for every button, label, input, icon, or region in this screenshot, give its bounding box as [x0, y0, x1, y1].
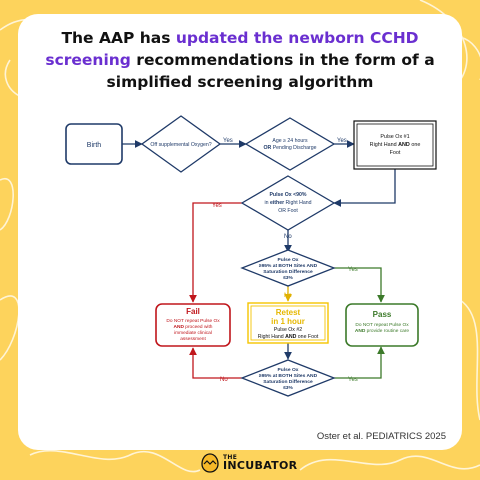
brand-name: INCUBATOR	[223, 459, 298, 472]
below-90-line1: Pulse Ox <90%	[269, 192, 306, 198]
pass-line1: Do NOT repeat Pulse Ox	[355, 322, 409, 328]
below-90-line3: OR Foot	[278, 208, 298, 214]
node-below-90: Pulse Ox <90% in either Right Hand OR Fo…	[240, 175, 336, 231]
node-retest: Retest in 1 hour Pulse Ox #2 Right Hand …	[247, 302, 329, 344]
label-no-fail: No	[220, 377, 228, 383]
headline-prefix: The AAP has	[61, 29, 176, 47]
fail-title: Fail	[186, 307, 200, 316]
node-check-95-b: Pulse Ox ≥95% at BOTH Sites AND Saturati…	[240, 359, 336, 397]
label-no-retest: No	[284, 293, 292, 299]
check-95-b-line4: ≤3%	[283, 385, 293, 391]
label-yes-pass: Yes	[348, 267, 358, 273]
incubator-logo-icon	[201, 453, 219, 473]
retest-title-line2: in 1 hour	[271, 317, 305, 326]
node-birth: Birth	[65, 123, 123, 165]
fail-line4: assessment	[180, 336, 206, 342]
content-card	[18, 14, 462, 450]
retest-line2: Right Hand AND one Foot	[258, 334, 319, 340]
label-yes-1: Yes	[223, 138, 233, 144]
retest-line1: Pulse Ox #2	[274, 327, 302, 333]
label-yes-pass-2: Yes	[348, 377, 358, 383]
node-check-95-a: Pulse Ox ≥95% at BOTH Sites AND Saturati…	[240, 249, 336, 287]
node-birth-label: Birth	[87, 142, 102, 149]
connectors-green	[334, 267, 385, 379]
check-95-a-line3: Saturation Difference	[263, 269, 313, 275]
node-pulse-ox-1: Pulse Ox #1 Right Hand AND one Foot	[353, 120, 437, 170]
label-yes-fail: Yes	[212, 203, 222, 209]
node-off-oxygen-label: Off supplemental Oxygen?	[150, 142, 211, 148]
headline: The AAP has updated the newborn CCHD scr…	[30, 27, 450, 93]
check-95-b-line1: Pulse Ox	[278, 367, 299, 373]
brand-the: THE	[223, 454, 238, 461]
connectors-navy	[122, 140, 396, 360]
check-95-a-line4: ≤3%	[283, 275, 293, 281]
pass-line2: AND provide routine care	[355, 328, 409, 334]
check-95-b-line3: Saturation Difference	[263, 379, 313, 385]
headline-suffix: recommendations in the form of a simplif…	[106, 51, 435, 91]
headline-highlight: updated the newborn CCHD screening	[45, 29, 419, 69]
citation: Oster et al. PEDIATRICS 2025	[316, 431, 446, 442]
below-90-line2: in either Right Hand	[264, 200, 311, 206]
check-95-b-line2: ≥95% at BOTH Sites AND	[259, 373, 318, 379]
node-age-check-line2: OR Pending Discharge	[263, 145, 316, 151]
node-off-oxygen: Off supplemental Oxygen?	[140, 115, 222, 173]
brand-logo: THE INCUBATOR	[201, 452, 297, 476]
pulse-ox-1-line1: Pulse Ox #1	[380, 134, 409, 140]
connectors-red	[189, 202, 242, 379]
pass-title: Pass	[373, 310, 392, 319]
fail-line3: immediate clinical	[174, 330, 212, 336]
node-age-check: Age ≥ 24 hours OR Pending Discharge	[244, 117, 336, 171]
label-no-1: No	[284, 234, 292, 240]
node-age-check-line1: Age ≥ 24 hours	[272, 138, 308, 144]
check-95-a-line2: ≥95% at BOTH Sites AND	[259, 263, 318, 269]
label-yes-2: Yes	[337, 138, 347, 144]
check-95-a-line1: Pulse Ox	[278, 257, 299, 263]
retest-title-line1: Retest	[276, 308, 301, 317]
node-fail: Fail Do NOT repeat Pulse Ox AND proceed …	[155, 303, 231, 347]
pulse-ox-1-line3: Foot	[390, 150, 401, 156]
fail-line1: Do NOT repeat Pulse Ox	[166, 318, 220, 324]
pulse-ox-1-line2: Right Hand AND one	[370, 142, 421, 148]
screening-flowchart: Yes Yes Yes No Yes No No Yes Birth Off s…	[65, 115, 437, 397]
node-pass: Pass Do NOT repeat Pulse Ox AND provide …	[345, 303, 419, 347]
fail-line2: AND proceed with	[174, 324, 213, 330]
